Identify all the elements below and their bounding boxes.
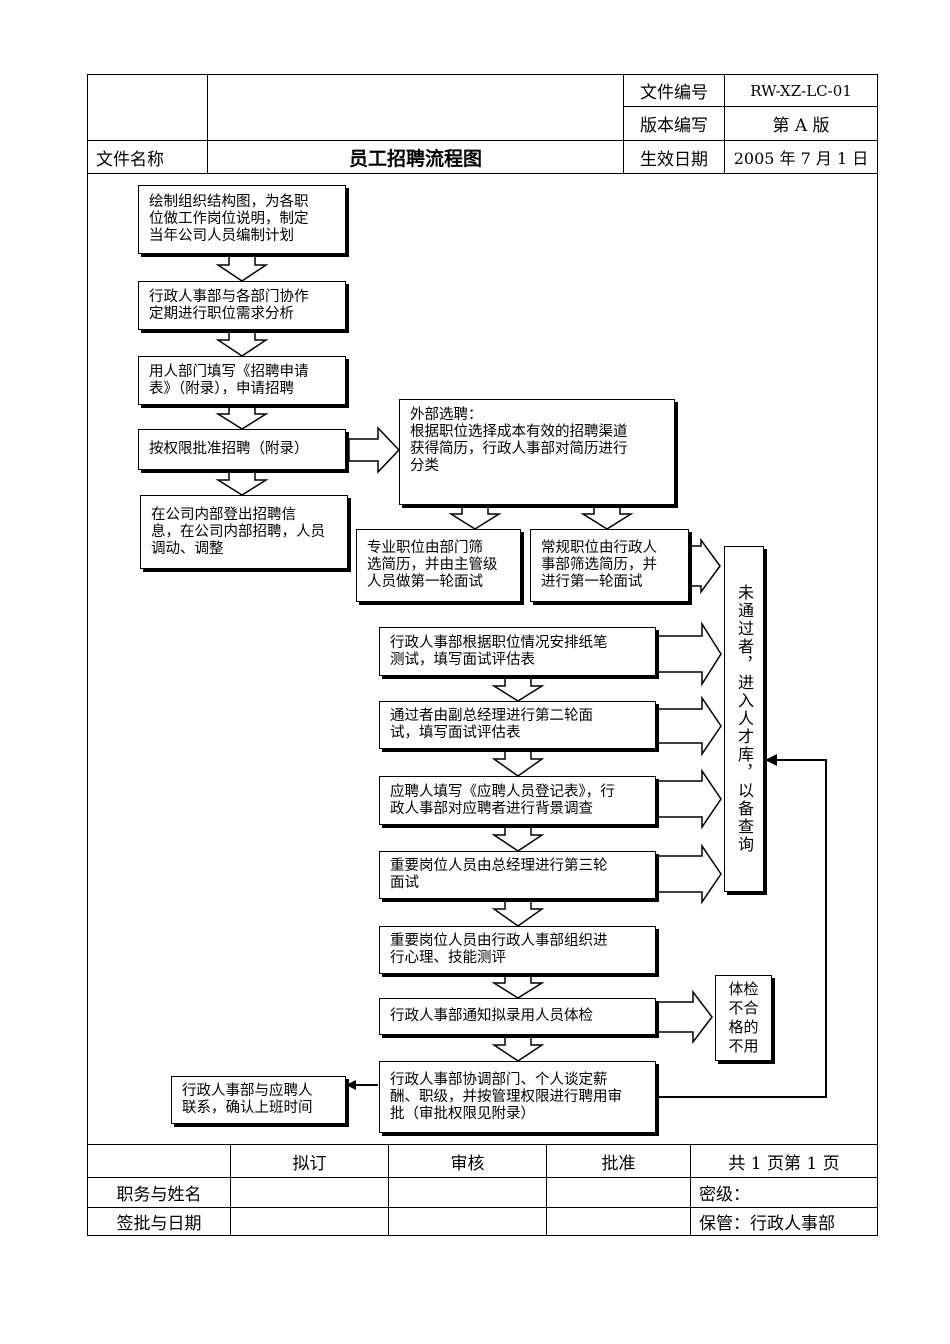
file-name-label: 文件名称: [96, 149, 164, 170]
down-arrow: [491, 824, 545, 852]
step-approval: 按权限批准招聘（附录）: [138, 429, 346, 470]
contact-arrowhead: [346, 1080, 356, 1090]
custody-label: 保管：行政人事部: [699, 1214, 835, 1234]
down-arrow: [215, 470, 269, 496]
step-demand-analysis: 行政人事部与各部门协作 定期进行职位需求分析: [138, 281, 346, 330]
down-arrow: [491, 973, 545, 999]
step-background-check: 应聘人填写《应聘人员登记表》，行 政人事部对应聘者进行背景调查: [379, 776, 656, 825]
down-arrow: [215, 405, 269, 430]
right-arrow: [655, 621, 722, 687]
secret-level: 密级：: [699, 1185, 750, 1205]
version-value: 第 A 版: [772, 116, 830, 136]
right-arrow: [655, 768, 722, 830]
step-third-interview: 重要岗位人员由总经理进行第三轮 面试: [379, 851, 656, 899]
step-external-recruit: 外部选聘： 根据职位选择成本有效的招聘渠道 获得简历，行政人事部对简历进行 分类: [399, 399, 675, 505]
down-arrow: [491, 748, 545, 777]
right-arrow: [688, 537, 721, 595]
right-arrow: [655, 843, 722, 905]
down-arrow: [491, 1034, 545, 1062]
effective-date-value: 2005 年 7 月 1 日: [733, 149, 869, 168]
step-org-structure: 绘制组织结构图，为各职 位做工作岗位说明，制定 当年公司人员编制计划: [138, 185, 346, 254]
down-arrow: [491, 675, 545, 702]
review-label: 审核: [450, 1153, 485, 1174]
down-arrow: [215, 330, 269, 357]
down-arrow: [491, 898, 545, 927]
down-arrow: [580, 504, 634, 530]
doc-no-value: RW-XZ-LC-01: [750, 81, 852, 100]
talent-pool-box: 未通过者，进入人才库，以备查询: [724, 546, 764, 892]
step-internal-recruit: 在公司内部登出招聘信 息，在公司内部招聘，人员 调动、调整: [140, 495, 348, 569]
step-professional-screen: 专业职位由部门筛 选简历，并由主管级 人员做第一轮面试: [356, 529, 521, 602]
approve-label: 批准: [601, 1153, 636, 1174]
step-regular-screen: 常规职位由行政人 事部筛选简历，并 进行第一轮面试: [530, 529, 689, 602]
feedback-arrowhead: [765, 754, 777, 766]
right-arrow: [655, 695, 722, 757]
doc-no-label: 文件编号: [640, 83, 708, 103]
medical-fail-box: 体检 不合 格的 不用: [715, 975, 772, 1061]
version-label: 版本编写: [640, 116, 708, 136]
step-written-test: 行政人事部根据职位情况安排纸笔 测试，填写面试评估表: [379, 627, 656, 676]
page-title: 员工招聘流程图: [348, 147, 482, 170]
draft-label: 拟订: [292, 1153, 327, 1174]
page-count: 共 1 页第 1 页: [728, 1153, 840, 1174]
step-second-interview: 通过者由副总经理进行第二轮面 试，填写面试评估表: [379, 701, 656, 749]
right-arrow: [348, 426, 401, 474]
sign-date-label: 签批与日期: [116, 1214, 202, 1234]
step-negotiate: 行政人事部协调部门、个人谈定薪 酬、职级，并按管理权限进行聘用审 批（审批权限见…: [379, 1061, 656, 1133]
step-psych-test: 重要岗位人员由行政人事部组织进 行心理、技能测评: [379, 926, 656, 974]
right-arrow: [655, 989, 713, 1045]
step-medical: 行政人事部通知拟录用人员体检: [379, 998, 656, 1035]
down-arrow: [215, 254, 269, 282]
step-contact: 行政人事部与应聘人 联系，确认上班时间: [171, 1076, 346, 1124]
step-application: 用人部门填写《招聘申请 表》（附录），申请招聘: [138, 356, 346, 405]
effective-date-label: 生效日期: [640, 149, 708, 170]
down-arrow: [448, 504, 502, 530]
feedback-line: [656, 759, 827, 1098]
position-name-label: 职务与姓名: [116, 1185, 202, 1205]
